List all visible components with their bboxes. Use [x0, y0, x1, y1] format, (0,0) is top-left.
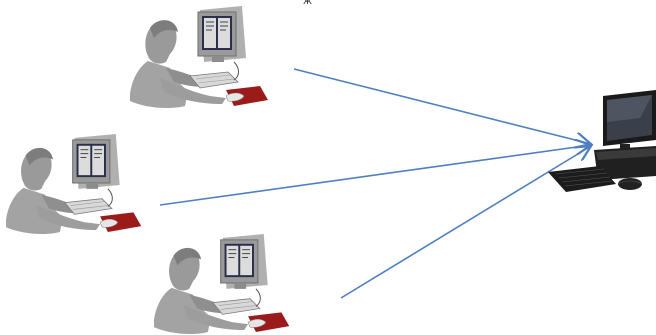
server-computer-icon [548, 90, 656, 192]
workstation-figure-user-2 [6, 134, 141, 234]
workstation-figure-user-1 [130, 6, 268, 108]
arrow-from-user-1 [294, 69, 591, 144]
arrow-from-user-2 [160, 145, 591, 205]
arrow-from-user-3 [341, 146, 591, 298]
workstation-figure-user-3 [154, 234, 289, 334]
